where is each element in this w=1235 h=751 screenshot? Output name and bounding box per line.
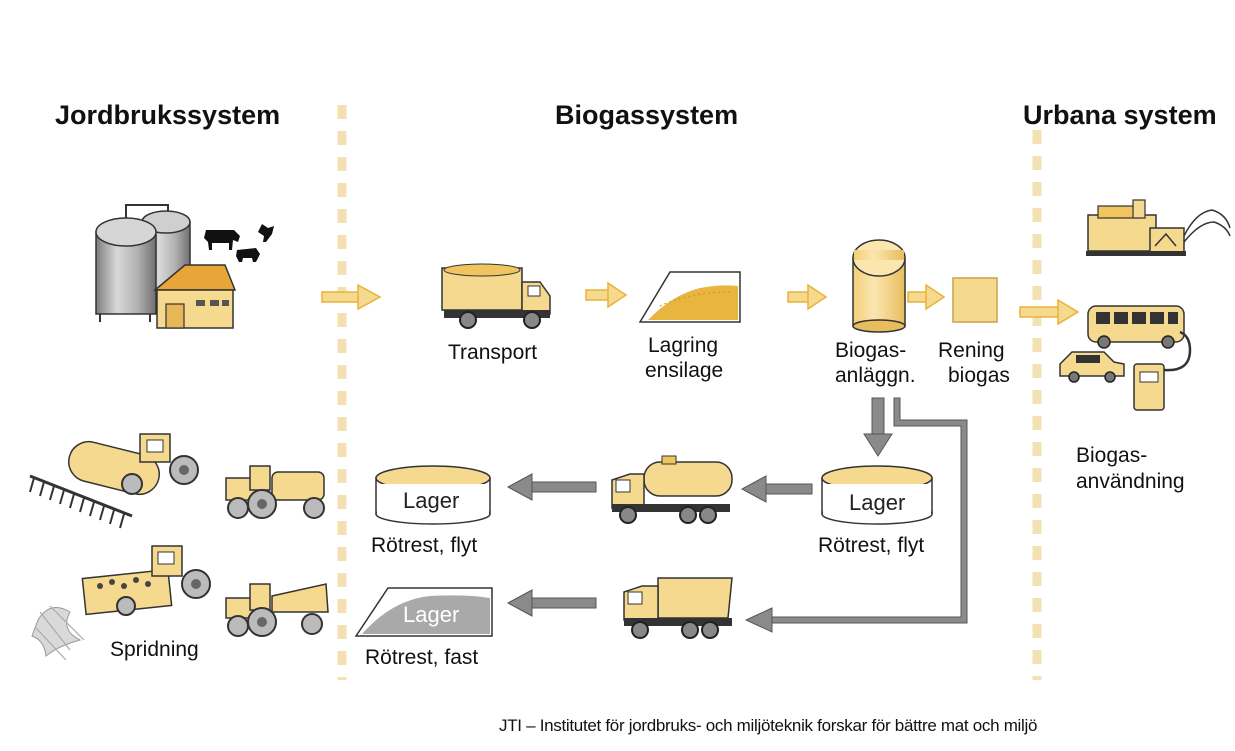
lager-tank-plant-icon	[821, 465, 933, 525]
credit-line: JTI – Institutet för jordbruks- och milj…	[499, 716, 1037, 735]
cleaning-label-line2: biogas	[948, 364, 1010, 387]
storage-label-line2: ensilage	[645, 359, 723, 382]
spreader-tanker-tractor-icon	[29, 433, 199, 529]
digestate-plant-label: Rötrest, flyt	[818, 534, 924, 557]
manure-spreader-tractor-icon	[31, 545, 211, 661]
arrow-cleaning-to-usage	[1019, 298, 1080, 326]
arrow-head-to-solid-truck	[744, 607, 773, 633]
arrow-farm-to-transport	[321, 283, 382, 311]
arrow-plant-to-lager	[863, 397, 893, 457]
plant-label-line2: anläggn.	[835, 364, 916, 387]
plant-label-line1: Biogas-	[835, 339, 906, 362]
biogas-plant-tank-icon	[852, 239, 906, 333]
usage-label-line2: användning	[1076, 470, 1185, 493]
spreading-label: Spridning	[110, 638, 199, 661]
lager-tank-liquid-icon	[375, 465, 491, 525]
arrow-truck-to-solid-lager	[506, 589, 597, 617]
digestate-liquid-label: Rötrest, flyt	[371, 534, 477, 557]
tractor-with-trailer-icon	[225, 583, 329, 637]
arrow-lager-to-tanker	[740, 475, 813, 503]
tanker-truck-icon	[611, 455, 733, 524]
lager-plant-label: Lager	[849, 490, 905, 515]
usage-label-line1: Biogas-	[1076, 444, 1147, 467]
section-title-biogas: Biogassystem	[555, 100, 738, 130]
generator-icon	[1086, 199, 1231, 256]
fuel-pump-icon	[1133, 330, 1192, 411]
section-title-agriculture: Jordbrukssystem	[55, 100, 280, 130]
bus-icon	[1087, 305, 1185, 349]
car-icon	[1059, 351, 1125, 383]
cleaning-label-line1: Rening	[938, 339, 1005, 362]
arrow-storage-to-plant	[787, 283, 828, 311]
tractor-with-tank-icon	[225, 465, 325, 519]
transport-truck-icon	[441, 263, 551, 329]
transport-label: Transport	[448, 341, 537, 364]
lager-solid-label: Lager	[403, 602, 459, 627]
arrow-tanker-to-liquid-lager	[506, 473, 597, 501]
lager-solid-pile-icon	[354, 587, 493, 637]
section-title-urban: Urbana system	[1023, 100, 1217, 130]
dump-truck-icon	[623, 577, 733, 639]
farm-icon	[95, 204, 274, 329]
arrow-transport-to-storage	[585, 281, 628, 309]
gas-cleaning-box-icon	[952, 277, 998, 323]
storage-label-line1: Lagring	[648, 334, 718, 357]
silage-storage-icon	[638, 271, 741, 323]
arrow-plant-to-cleaning	[907, 283, 946, 311]
digestate-solid-label: Rötrest, fast	[365, 646, 478, 669]
lager-liquid-label: Lager	[403, 488, 459, 513]
